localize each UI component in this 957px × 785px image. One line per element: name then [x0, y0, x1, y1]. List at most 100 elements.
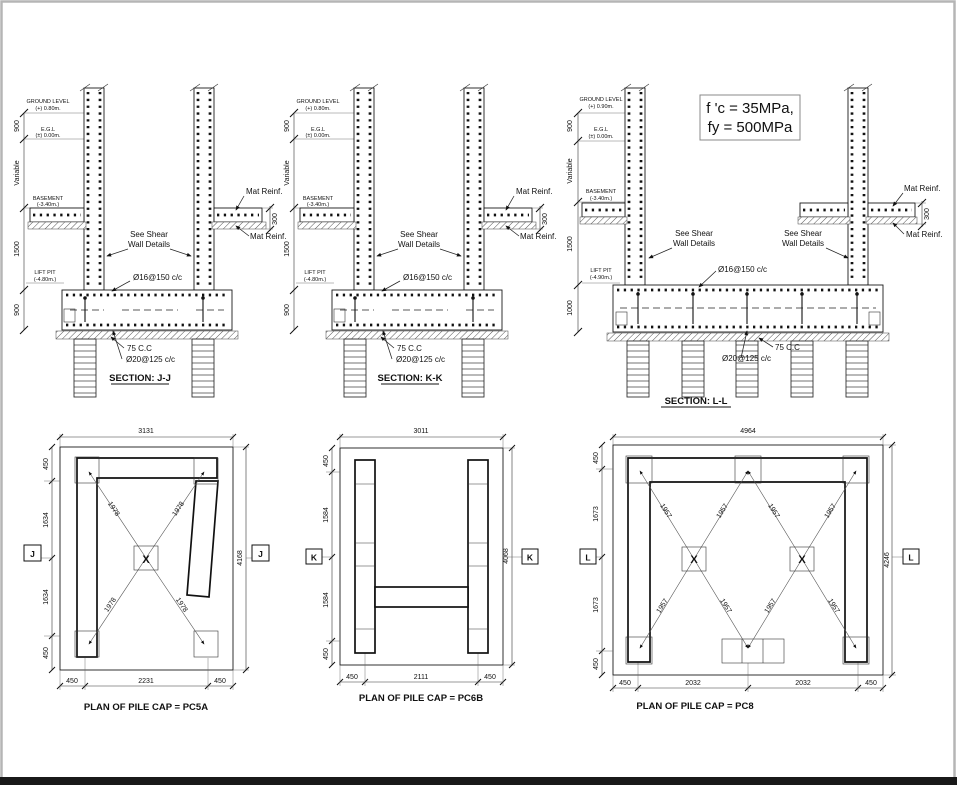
pile-bottom-center [721, 638, 785, 664]
shear-walls [620, 83, 873, 286]
dim-bottom-2: 2032 [685, 680, 701, 687]
plan-pc8: 4964 4246 450 1673 1673 450 450 2032 203… [579, 428, 920, 712]
egl-label: E.G.L [594, 127, 608, 133]
pile-bottom-right [842, 636, 870, 665]
plan-title: PLAN OF PILE CAP = PC5A [84, 702, 208, 713]
mat-reinf-label: Mat Reinf. [904, 184, 940, 193]
mat-slabs [297, 207, 537, 230]
dim-left-1: 450 [323, 455, 330, 467]
mat-reinf-label: Mat Reinf. [520, 232, 556, 241]
mat-slabs [579, 202, 918, 225]
section-mark-k: K [311, 553, 318, 563]
pile-bottom-right [193, 630, 219, 658]
mat-reinf-label: Mat Reinf. [246, 187, 282, 196]
liftpit-label: LIFT PIT [590, 268, 612, 274]
dim-900-top: 900 [284, 120, 291, 132]
dim-1500: 1500 [567, 236, 574, 252]
pile-top-center [734, 455, 762, 484]
section-mark-k: K [527, 553, 534, 563]
dim-left-2: 1634 [43, 512, 50, 528]
dim-bottom-2: 2111 [414, 674, 429, 681]
mat-reinf-label: Mat Reinf. [516, 187, 552, 196]
dim-cap: 1000 [567, 300, 574, 316]
dim-left-3: 1673 [593, 597, 600, 613]
slanted-wall [186, 480, 219, 598]
dim-left-4: 450 [593, 658, 600, 670]
basement-value: (-3.40m.) [307, 202, 329, 208]
wall-left [354, 459, 376, 654]
shear-note-line2: Wall Details [673, 239, 715, 248]
liftpit-value: (-4.90m.) [590, 275, 612, 281]
wall-right [467, 459, 489, 654]
dim-bottom-1: 450 [619, 680, 631, 687]
bot-reinf-label: Ø20@125 c/c [396, 355, 445, 364]
dim-left-4: 450 [323, 648, 330, 660]
ground-level-label: GROUND LEVEL [579, 97, 622, 103]
section-mark-j: J [30, 549, 35, 559]
column-mark: X [142, 554, 150, 566]
dim-bottom-3: 450 [214, 678, 226, 685]
dim-bottom-3: 2032 [795, 680, 811, 687]
dim-300: 300 [924, 208, 931, 220]
dim-left-1: 450 [593, 452, 600, 464]
section-title: SECTION: L-L [665, 396, 728, 407]
dim-left-3: 1634 [43, 589, 50, 605]
pile-top-left [625, 455, 653, 484]
section-title: SECTION: J-J [109, 373, 171, 384]
dim-bottom-3: 450 [484, 674, 496, 681]
plan-pc6b: 3011 4068 450 1584 1584 450 450 2111 450… [305, 428, 539, 704]
pile-top-right [842, 455, 870, 484]
cover-label: 75 C.C [775, 343, 800, 352]
section-mark-l: L [908, 553, 913, 563]
basement-label: BASEMENT [586, 189, 617, 195]
dim-left-1: 450 [43, 458, 50, 470]
pile-top-right [193, 457, 219, 485]
liftpit-label: LIFT PIT [34, 270, 56, 276]
dim-1500: 1500 [14, 241, 21, 257]
liftpit-value: (-4.80m.) [34, 277, 56, 283]
bot-reinf-label: Ø20@125 c/c [126, 355, 175, 364]
plan-title: PLAN OF PILE CAP = PC8 [636, 701, 753, 712]
basement-label: BASEMENT [33, 196, 64, 202]
plan-pc5a: 3131 4168 450 1634 1634 450 450 2231 450… [23, 428, 270, 713]
column-mark: X [690, 554, 698, 566]
dim-top: 3011 [413, 428, 428, 435]
column-mark: X [798, 554, 806, 566]
cover-label: 75 C.C [397, 344, 422, 353]
dim-variable: Variable [14, 160, 21, 185]
dim-right: 4246 [884, 552, 891, 568]
shear-note-line1: See Shear [784, 229, 822, 238]
dim-900-top: 900 [14, 120, 21, 132]
dim-300: 300 [542, 213, 549, 225]
basement-label: BASEMENT [303, 196, 334, 202]
pile-cap [55, 289, 239, 340]
bot-reinf-label: Ø20@125 c/c [722, 354, 771, 363]
dim-left-2: 1584 [323, 507, 330, 523]
material-note: f 'c = 35MPa, fy = 500MPa [699, 94, 801, 141]
section-title: SECTION: K-K [378, 373, 443, 384]
dim-bottom-1: 450 [66, 678, 78, 685]
basement-value: (-3.40m.) [590, 196, 612, 202]
basement-value: (-3.40m.) [37, 202, 59, 208]
dim-left-2: 1673 [593, 506, 600, 522]
egl-label: E.G.L [41, 127, 55, 133]
dim-cap: 900 [284, 304, 291, 316]
egl-value: (±) 0.00m. [305, 133, 330, 139]
ground-level-label: GROUND LEVEL [296, 99, 339, 105]
shear-walls [79, 83, 219, 291]
shear-note-line2: Wall Details [128, 240, 170, 249]
shear-note-line2: Wall Details [782, 239, 824, 248]
dim-300: 300 [272, 213, 279, 225]
top-reinf-label: Ø16@150 c/c [403, 273, 452, 282]
top-reinf-label: Ø16@150 c/c [133, 273, 182, 282]
mat-reinf-label: Mat Reinf. [906, 230, 942, 239]
section-mark-l: L [585, 553, 590, 563]
dim-right: 4168 [237, 550, 244, 566]
egl-value: (±) 0.00m. [35, 133, 60, 139]
dim-right: 4068 [503, 548, 510, 564]
dim-left-3: 1584 [323, 592, 330, 608]
shear-note-line1: See Shear [400, 230, 438, 239]
